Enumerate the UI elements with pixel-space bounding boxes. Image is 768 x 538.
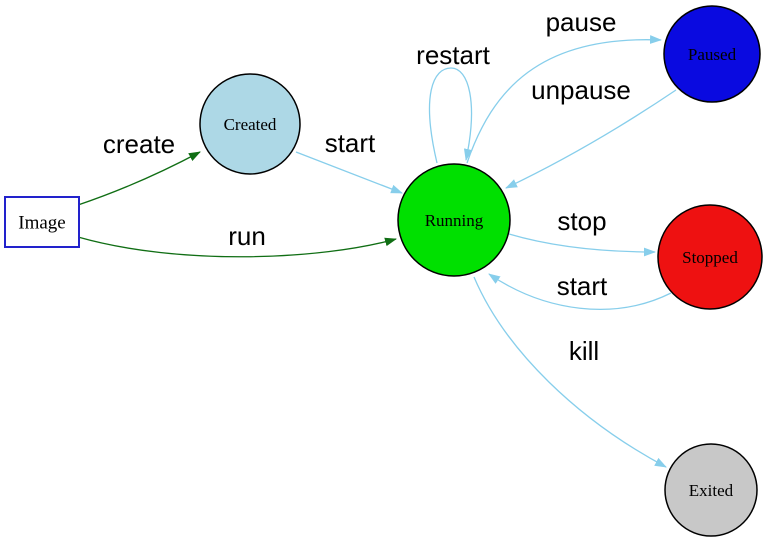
edge-label-start-stopped: start <box>557 271 608 301</box>
edge-stop-arrow <box>508 233 656 257</box>
node-created: Created <box>199 73 301 175</box>
edge-kill-arrow <box>473 276 667 468</box>
edge-start-created-arrow <box>295 151 403 194</box>
node-stopped-label: Stopped <box>682 248 738 267</box>
node-stopped-shape <box>657 204 763 310</box>
node-stopped: Stopped <box>657 204 763 310</box>
edge-label-run: run <box>228 221 266 251</box>
node-created-label: Created <box>224 115 277 134</box>
node-exited-label: Exited <box>689 481 734 500</box>
edge-label-start-created: start <box>325 128 376 158</box>
node-paused-shape <box>663 5 761 103</box>
edge-start-stopped-arrow <box>488 273 672 311</box>
node-image: Image <box>4 196 80 248</box>
node-exited: Exited <box>664 443 758 537</box>
edge-restart-arrow <box>428 67 473 164</box>
edge-pause-arrow <box>466 35 662 164</box>
node-image-label: Image <box>18 213 65 234</box>
node-running-label: Running <box>425 211 484 230</box>
edge-unpause-arrow <box>505 89 677 189</box>
node-image-shape <box>4 196 80 248</box>
node-created-shape <box>199 73 301 175</box>
edge-create-arrow <box>77 151 201 206</box>
edge-label-stop: stop <box>557 206 606 236</box>
edges-layer <box>77 35 677 468</box>
node-running: Running <box>397 163 511 277</box>
node-paused: Paused <box>663 5 761 103</box>
edge-label-kill: kill <box>569 336 599 366</box>
edge-label-unpause: unpause <box>531 75 631 105</box>
edge-labels-layer: create run start restart pause unpause stop sta… <box>103 7 631 366</box>
node-running-shape <box>397 163 511 277</box>
edge-label-pause: pause <box>546 7 617 37</box>
edge-label-restart: restart <box>416 40 490 70</box>
edge-label-create: create <box>103 129 175 159</box>
edge-run-arrow <box>77 236 397 258</box>
node-exited-shape <box>664 443 758 537</box>
node-paused-label: Paused <box>688 45 737 64</box>
